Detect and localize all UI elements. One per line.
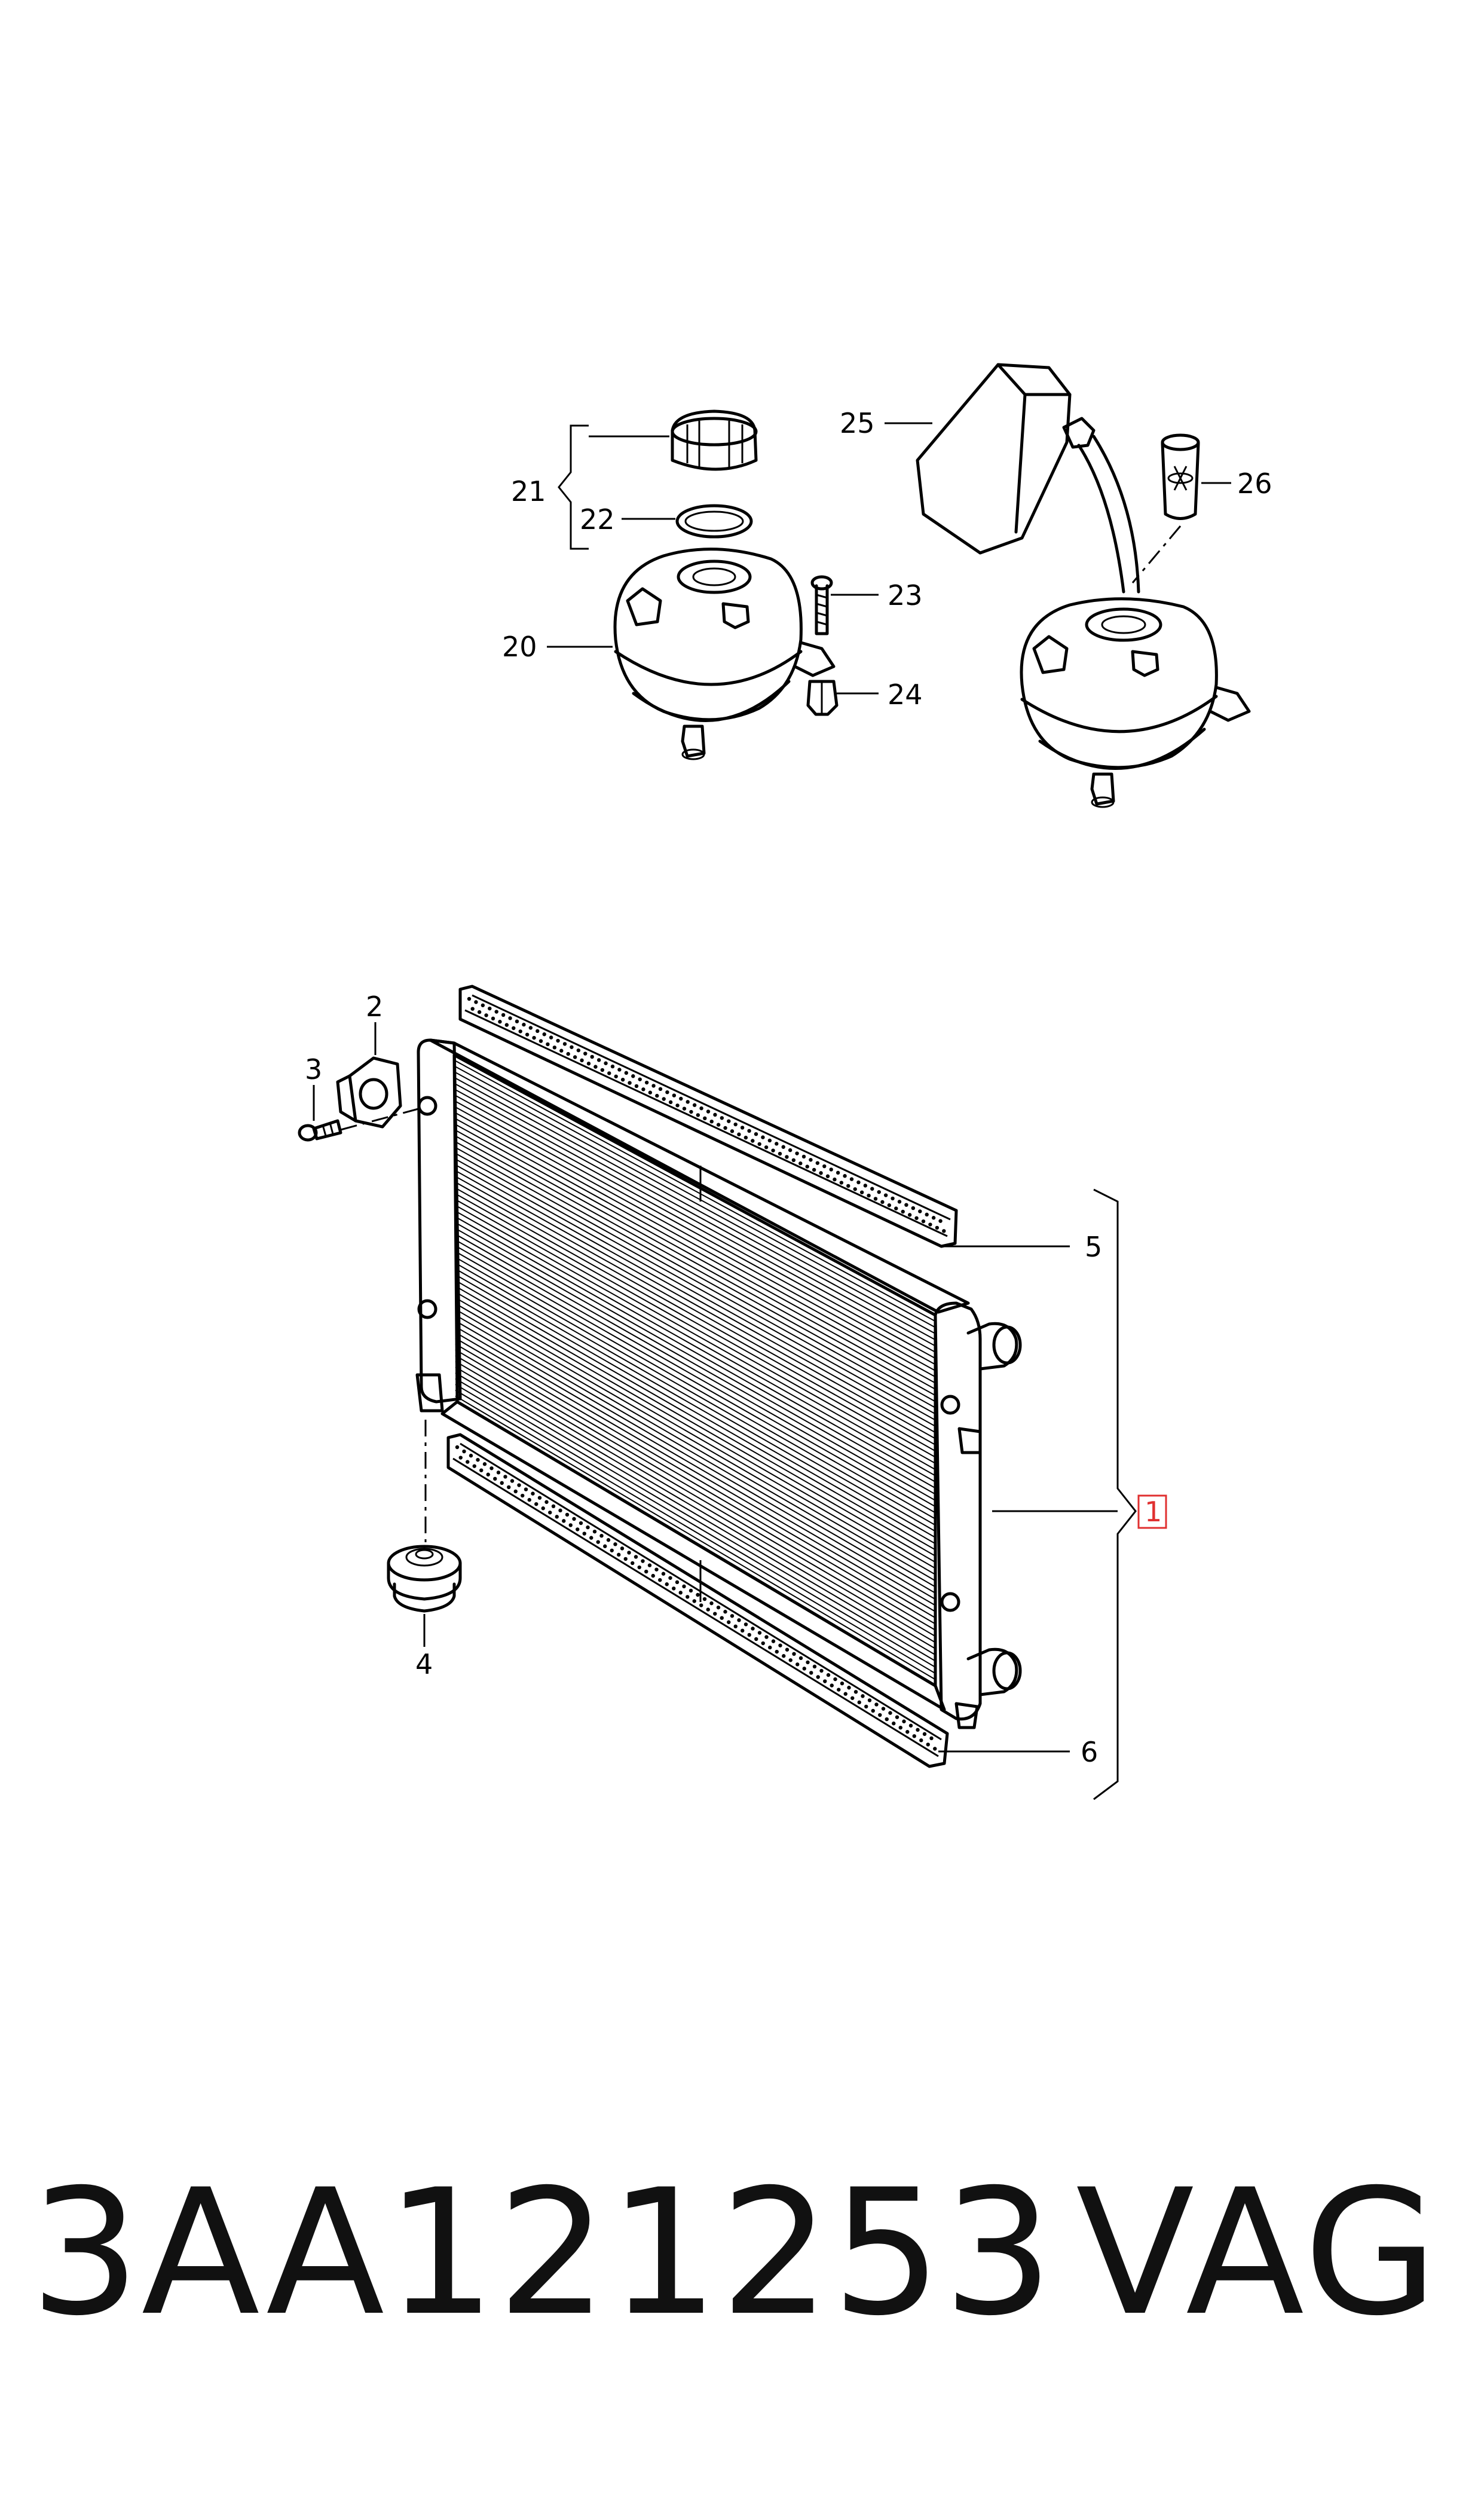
callout-23: 23 bbox=[888, 579, 923, 612]
expansion-tank-filling-view bbox=[1020, 597, 1251, 808]
radiator-core bbox=[415, 1038, 1022, 1729]
callout-26: 26 bbox=[1237, 467, 1272, 500]
hydrometer bbox=[1161, 433, 1200, 520]
callout-20: 20 bbox=[502, 631, 537, 663]
seal-ring bbox=[675, 504, 753, 539]
lower-seal-strip bbox=[446, 1433, 949, 1768]
callout-2: 2 bbox=[366, 990, 383, 1023]
callout-3: 3 bbox=[305, 1053, 322, 1086]
callout-6: 6 bbox=[1081, 1736, 1098, 1768]
expansion-tank-assembly: 21 22 20 23 24 25 26 bbox=[502, 363, 1272, 808]
footer-caption: 3AA121253 VAG bbox=[0, 2128, 1484, 2379]
upper-seal-strip bbox=[458, 985, 958, 1248]
expansion-tank bbox=[613, 548, 836, 760]
clip-nut-24 bbox=[806, 680, 839, 716]
filler-cap bbox=[671, 409, 758, 471]
bracket-1 bbox=[1093, 1188, 1137, 1800]
callout-4: 4 bbox=[415, 1648, 433, 1680]
callout-22: 22 bbox=[580, 503, 615, 536]
screw-23 bbox=[810, 575, 833, 635]
upper-mount-bracket bbox=[336, 1056, 402, 1129]
callout-21: 21 bbox=[511, 475, 546, 508]
rubber-mount bbox=[387, 1545, 462, 1613]
callout-25: 25 bbox=[840, 407, 875, 439]
coolant-canister bbox=[916, 363, 1140, 594]
part-number: 3AA121253 bbox=[30, 2153, 1055, 2354]
bolt-3 bbox=[298, 1119, 342, 1142]
callout-5: 5 bbox=[1085, 1231, 1102, 1263]
callout-24: 24 bbox=[888, 678, 923, 711]
brand-name: VAG bbox=[1076, 2153, 1440, 2354]
radiator-assembly: 1 2 3 4 5 6 bbox=[298, 985, 1167, 1800]
callout-1: 1 bbox=[1145, 1496, 1162, 1528]
bracket-21 bbox=[558, 424, 589, 550]
callout-1-highlight bbox=[1137, 1494, 1167, 1529]
